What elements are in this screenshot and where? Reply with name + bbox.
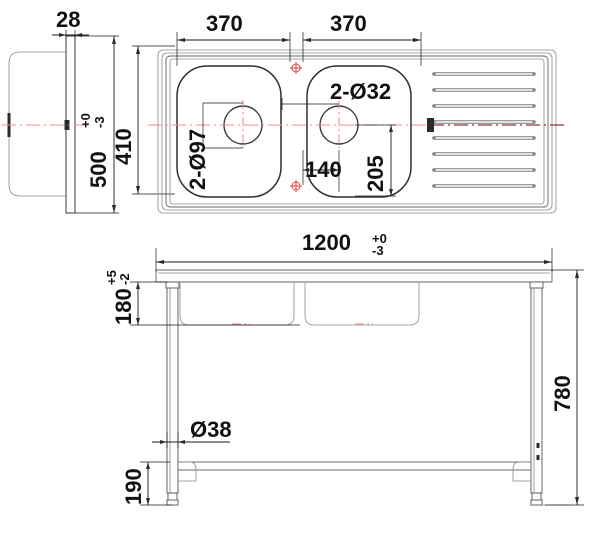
arrow-140-b [333,168,339,172]
dim-label-28: 28 [56,7,80,32]
arrow-410-top [136,46,140,54]
arrow-500-bottom [112,205,116,213]
arrow-190-b [146,498,150,505]
arrow-370r-b [413,38,421,42]
arrow-28-left [59,33,66,37]
arrow-140-a [303,168,309,172]
dim-label-right-bowl-holes: 2-Ø32 [330,79,391,104]
drainboard-grooves [432,72,536,188]
arrow-1200-a [156,260,164,264]
arrow-370l-b [282,38,290,42]
dim-label-140: 140 [305,157,342,182]
dim-label-780: 780 [550,375,575,412]
countertop-slab [155,269,553,283]
side-view-outlet-mark [64,120,70,130]
left-bowl-outline [176,65,282,198]
arrow-190-a [146,462,150,469]
side-view-body-outline [8,51,66,197]
arrow-38-a [160,440,167,444]
top-view-outer-rim-3 [165,55,549,208]
tap-hole-mark-bottom [290,180,302,192]
drain-outlet-mark [427,118,434,132]
arrow-205-a [389,125,393,132]
dim-label-500-tol-upper: +0 [78,113,93,128]
arrow-28-right [75,33,82,37]
arrow-180-a [136,282,140,289]
dim-label-500-tol-lower: -3 [92,116,107,128]
bottom-shelf-brace [178,461,531,482]
left-leg [165,281,180,506]
dim-label-205: 205 [363,155,388,192]
dim-label-1200: 1200 [302,230,351,255]
top-view-group [148,49,566,214]
dim-label-370-left: 370 [206,11,243,36]
side-view-dimensions: 28 500 +0 -3 410 [52,7,175,214]
dim-label-180-tol-upper: +5 [104,270,119,285]
arrow-780-b [575,497,579,505]
side-view-group [2,35,92,214]
top-view-deck-inner [169,58,545,205]
dim-label-190: 190 [121,468,146,505]
right-bowl-outline [306,65,412,198]
dim-label-180-tol-lower: -2 [117,273,132,285]
arrow-410-bottom [136,186,140,194]
tap-hole-mark-top [290,62,302,74]
front-view-group [155,269,570,506]
right-leg [529,281,544,506]
dim-label-180: 180 [111,288,136,325]
dim-label-500: 500 [86,151,111,188]
dim-label-1200-tol-upper: +0 [372,231,387,246]
dim-label-410: 410 [111,128,136,165]
top-view-dimensions: 370 370 2-Ø97 2-Ø32 140 205 [176,11,422,197]
arrow-370l-a [177,38,185,42]
arrow-205-b [389,189,393,196]
left-bowl-elevation [179,283,295,326]
dim-label-1200-tol-lower: -3 [372,243,384,258]
arrow-180-b [136,318,140,325]
dim-label-left-bowl-holes: 2-Ø97 [185,129,210,190]
arrow-1200-b [544,260,552,264]
top-view-outer-rim-1 [157,49,557,214]
front-view-dimensions: 1200 +0 -3 180 +5 -2 Ø38 190 780 [104,230,584,506]
arrow-38-b [178,440,185,444]
arrow-780-a [575,270,579,278]
dim-label-38: Ø38 [190,417,232,442]
dim-label-370-right: 370 [330,11,367,36]
arrow-500-top [112,36,116,44]
arrow-370r-a [303,38,311,42]
top-view-outer-rim-2 [161,52,553,211]
right-bowl-elevation [304,283,420,326]
